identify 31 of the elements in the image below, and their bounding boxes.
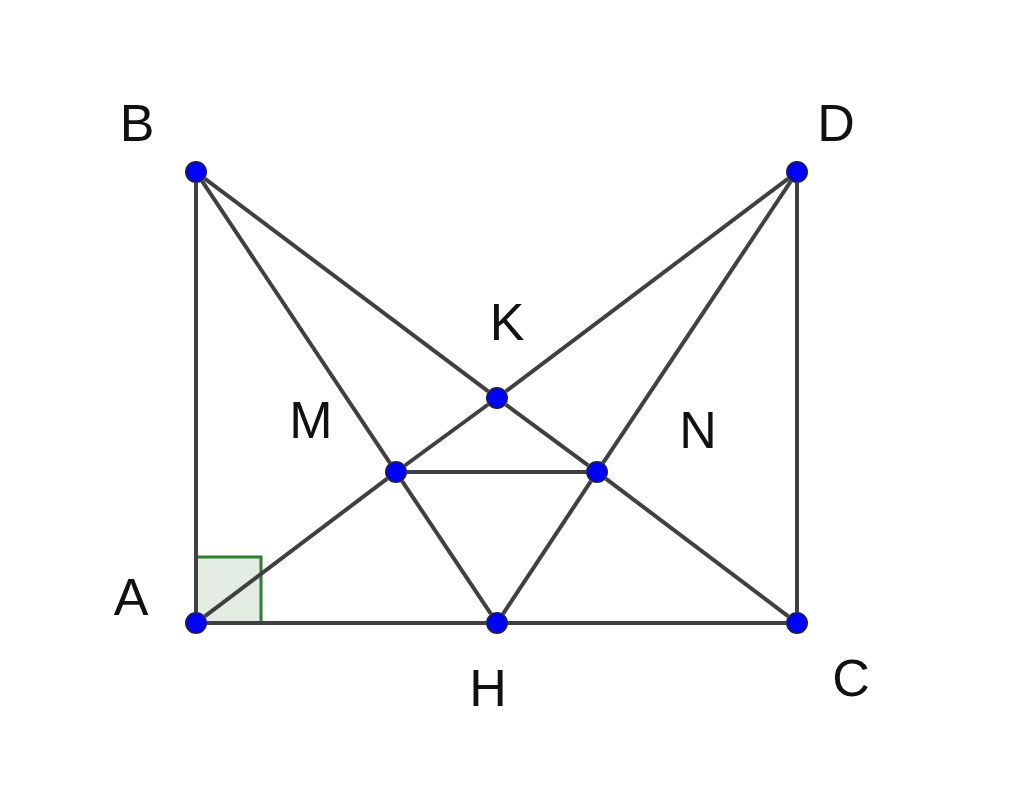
line-segment	[403, 402, 490, 468]
line-segment	[203, 177, 490, 393]
line-segment	[194, 183, 198, 612]
point-dot	[586, 461, 608, 483]
line-segment	[795, 183, 799, 612]
point-label: N	[679, 404, 717, 456]
line-segment	[407, 470, 586, 474]
line-segment	[504, 177, 790, 393]
point-label: M	[289, 394, 333, 446]
point-dot	[185, 612, 207, 634]
line-segment	[604, 477, 790, 618]
point-label: D	[817, 97, 855, 149]
line-segment	[203, 477, 389, 618]
point-dot	[486, 387, 508, 409]
point-dot	[185, 161, 207, 183]
line-segment	[207, 621, 486, 625]
line-segment	[501, 480, 593, 615]
line-segment	[400, 480, 493, 615]
line-segment	[200, 180, 392, 464]
line-segment	[504, 402, 590, 468]
point-label: K	[489, 296, 525, 348]
line-segment	[508, 621, 786, 625]
point-dot	[786, 612, 808, 634]
line-segment	[601, 180, 793, 464]
point-dot	[385, 461, 407, 483]
point-label: A	[113, 571, 149, 623]
point-dot	[786, 161, 808, 183]
point-label: C	[832, 652, 870, 704]
point-label: B	[119, 97, 155, 149]
point-dot	[486, 612, 508, 634]
point-label: H	[469, 662, 507, 714]
